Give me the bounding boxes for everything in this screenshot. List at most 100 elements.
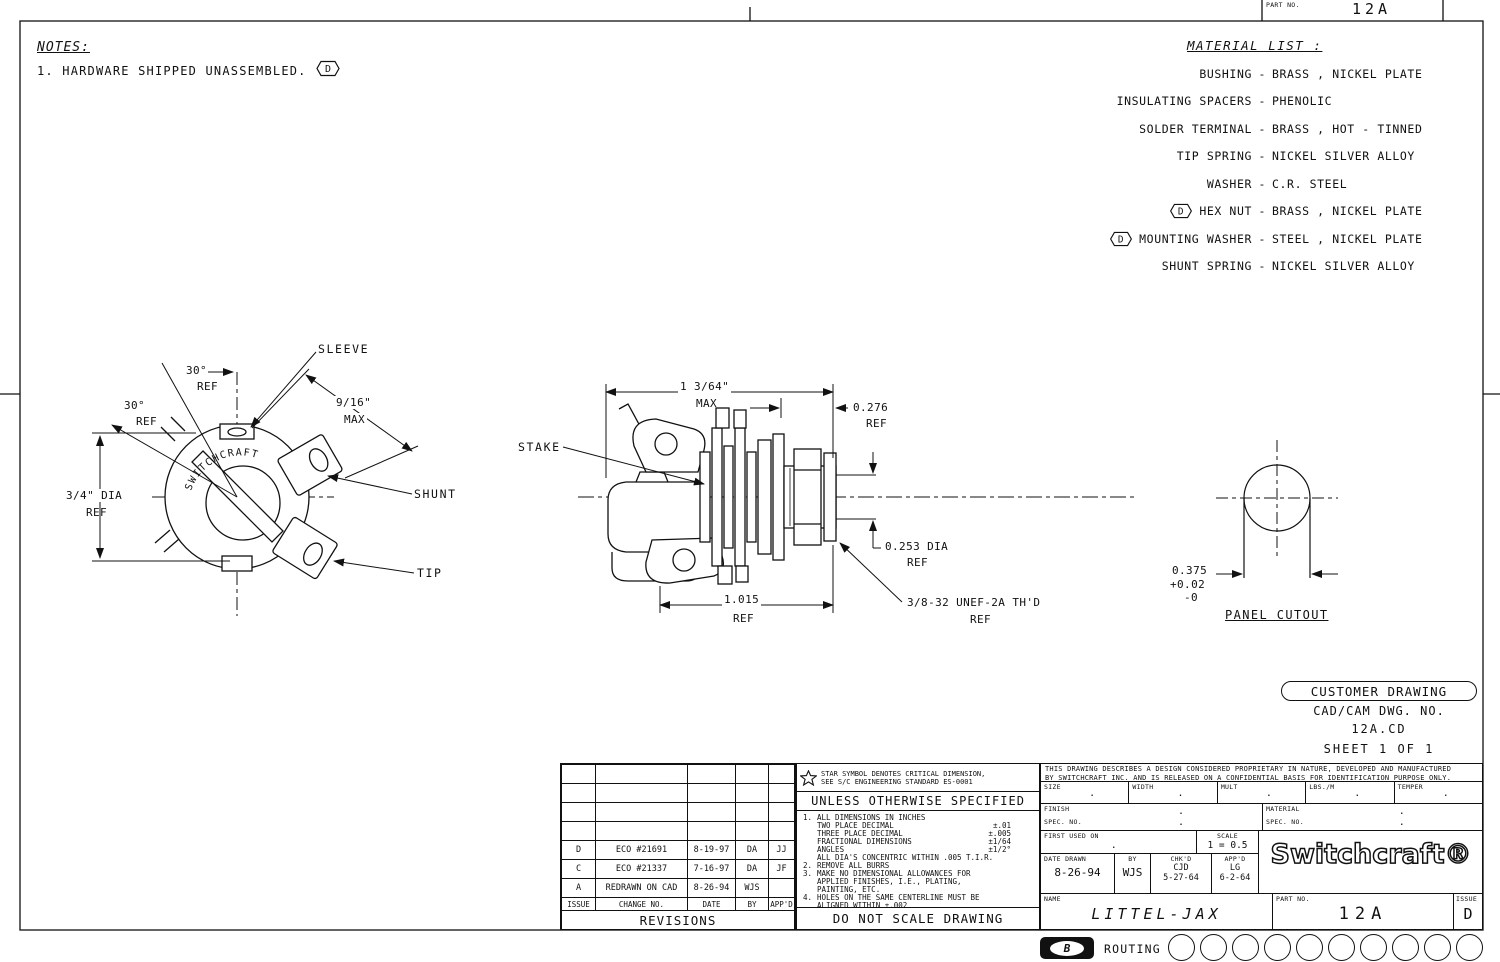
finish-cell: FINISH . SPEC. NO. . bbox=[1041, 804, 1263, 830]
hex-d-symbol: D bbox=[1110, 231, 1133, 246]
spec-title: UNLESS OTHERWISE SPECIFIED bbox=[797, 791, 1039, 811]
material-dash: - bbox=[1258, 259, 1266, 274]
routing-circle bbox=[1456, 934, 1483, 961]
dim-cutout-tol-minus: -0 bbox=[1184, 591, 1199, 604]
material-value: PHENOLIC bbox=[1272, 94, 1333, 109]
routing-circles bbox=[1168, 934, 1484, 961]
material-dash: - bbox=[1258, 94, 1266, 109]
mult-cell: MULT . bbox=[1218, 782, 1307, 803]
material-value: BRASS , NICKEL PLATE bbox=[1272, 204, 1423, 219]
dim-hole-ref: REF bbox=[907, 556, 929, 569]
svg-text:D: D bbox=[325, 64, 331, 75]
material-row: WASHER - C.R. STEEL bbox=[1075, 170, 1483, 198]
material-cell: MATERIAL . SPEC. NO. . bbox=[1266, 805, 1405, 828]
material-list: MATERIAL LIST : BUSHING - BRASS , NICKEL… bbox=[1075, 38, 1483, 280]
routing-circle bbox=[1200, 934, 1227, 961]
material-value: NICKEL SILVER ALLOY bbox=[1272, 149, 1415, 164]
scale-cell: SCALE 1 = 0.5 bbox=[1207, 832, 1248, 851]
temper-cell: TEMPER . bbox=[1397, 783, 1449, 799]
material-name: SHUNT SPRING bbox=[1161, 259, 1252, 274]
material-dash: - bbox=[1258, 231, 1266, 246]
width-cell: WIDTH . bbox=[1129, 782, 1218, 803]
dim-thread-ref: REF bbox=[970, 613, 992, 626]
proprietary-note: THIS DRAWING DESCRIBES A DESIGN CONSIDER… bbox=[1041, 764, 1482, 782]
routing-circle bbox=[1328, 934, 1355, 961]
lbs-cell: LBS./M . bbox=[1306, 782, 1395, 803]
star-icon bbox=[800, 769, 817, 786]
date-drawn-cell: DATE DRAWN 8-26-94 bbox=[1041, 854, 1115, 893]
material-row: D HEX NUT - BRASS , NICKEL PLATE bbox=[1075, 198, 1483, 226]
first-used-row: FIRST USED ON . SCALE 1 = 0.5 bbox=[1041, 831, 1259, 854]
part-no-cell: PART NO. 12A bbox=[1273, 894, 1454, 929]
first-used-cell: FIRST USED ON . bbox=[1041, 831, 1197, 853]
dim-length-max: MAX bbox=[696, 397, 718, 410]
spec-block: STAR SYMBOL DENOTES CRITICAL DIMENSION, … bbox=[796, 763, 1040, 930]
by-cell: BY WJS bbox=[1115, 854, 1151, 893]
star-note: STAR SYMBOL DENOTES CRITICAL DIMENSION, … bbox=[797, 764, 1039, 791]
dim-angle-top: 30° bbox=[186, 364, 208, 377]
routing-circle bbox=[1168, 934, 1195, 961]
material-value: NICKEL SILVER ALLOY bbox=[1272, 259, 1415, 274]
sheet-count: SHEET 1 OF 1 bbox=[1323, 742, 1435, 756]
notes-title: NOTES: bbox=[37, 40, 90, 55]
dim-dia: 3/4" DIA bbox=[64, 489, 125, 502]
material-dash: - bbox=[1258, 176, 1266, 191]
front-view-drawing: SWITCHCRAFT bbox=[92, 351, 419, 616]
star-note-line2: SEE S/C ENGINEERING STANDARD ES-0001 bbox=[821, 777, 973, 786]
hex-d-symbol: D bbox=[316, 60, 340, 77]
hex-d-symbol: D bbox=[1170, 204, 1193, 219]
name-cell: NAME LITTEL-JAX bbox=[1041, 894, 1273, 929]
material-name: D HEX NUT bbox=[1075, 203, 1252, 219]
material-dash: - bbox=[1258, 121, 1266, 136]
issue-cell: ISSUE D bbox=[1456, 895, 1478, 923]
routing-label: ROUTING bbox=[1104, 942, 1161, 956]
size-cell: SIZE . bbox=[1041, 782, 1130, 803]
routing-circle bbox=[1264, 934, 1291, 961]
name-row: NAME LITTEL-JAX PART NO. 12A ISSUE D bbox=[1041, 894, 1482, 929]
dim-hole: 0.253 DIA bbox=[885, 540, 949, 553]
dim-body-length-ref: REF bbox=[733, 612, 755, 625]
revisions-title: REVISIONS bbox=[561, 910, 795, 930]
material-name: BUSHING bbox=[1199, 66, 1252, 81]
label-tip: TIP bbox=[417, 566, 443, 580]
panel-cutout-title: PANEL CUTOUT bbox=[1225, 608, 1329, 622]
side-view-drawing bbox=[562, 384, 1135, 613]
dim-body-length: 1.015 bbox=[722, 593, 762, 606]
sheet-border bbox=[0, 0, 1500, 931]
material-row: SHUNT SPRING - NICKEL SILVER ALLOY bbox=[1075, 253, 1483, 281]
material-dash: - bbox=[1258, 149, 1266, 164]
notes-item: 1. HARDWARE SHIPPED UNASSEMBLED. bbox=[37, 64, 307, 78]
dim-width: 9/16" bbox=[334, 396, 374, 409]
proprietary-line2: BY SWITCHCRAFT INC. AND IS RELEASED ON A… bbox=[1045, 773, 1452, 782]
label-shunt: SHUNT bbox=[414, 487, 457, 501]
label-stake: STAKE bbox=[518, 440, 561, 454]
material-value: C.R. STEEL bbox=[1272, 176, 1348, 191]
routing-stamp: B bbox=[1040, 937, 1094, 959]
material-name: SOLDER TERMINAL bbox=[1139, 121, 1252, 136]
svg-text:D: D bbox=[1118, 234, 1124, 245]
routing-circle bbox=[1232, 934, 1259, 961]
size-row: SIZE . WIDTH . MULT . LBS./M . TEMPER . bbox=[1041, 782, 1482, 804]
cadcam-dwg-label: CAD/CAM DWG. NO. bbox=[1313, 704, 1445, 718]
material-row: TIP SPRING - NICKEL SILVER ALLOY bbox=[1075, 143, 1483, 171]
material-row: SOLDER TERMINAL - BRASS , HOT - TINNED bbox=[1075, 115, 1483, 143]
material-row: INSULATING SPACERS - PHENOLIC bbox=[1075, 88, 1483, 116]
title-block: THIS DRAWING DESCRIBES A DESIGN CONSIDER… bbox=[1040, 763, 1483, 930]
spec-list: 1.ALL DIMENSIONS IN INCHES TWO PLACE DEC… bbox=[803, 813, 1011, 910]
dim-cutout: 0.375 bbox=[1172, 564, 1208, 577]
appd-cell: APP'D LG 6-2-64 bbox=[1219, 855, 1251, 883]
material-value: BRASS , NICKEL PLATE bbox=[1272, 66, 1423, 81]
svg-text:D: D bbox=[1178, 207, 1184, 218]
customer-drawing-badge: CUSTOMER DRAWING bbox=[1281, 681, 1477, 701]
dim-length: 1 3/64" bbox=[678, 380, 732, 393]
material-row: BUSHING - BRASS , NICKEL PLATE bbox=[1075, 60, 1483, 88]
material-name: D MOUNTING WASHER bbox=[1075, 231, 1252, 247]
dim-offset: 0.276 bbox=[853, 401, 889, 414]
switchcraft-logo: Switchcraft® bbox=[1269, 838, 1471, 871]
dim-angle-top-ref: REF bbox=[197, 380, 219, 393]
routing-circle bbox=[1392, 934, 1419, 961]
